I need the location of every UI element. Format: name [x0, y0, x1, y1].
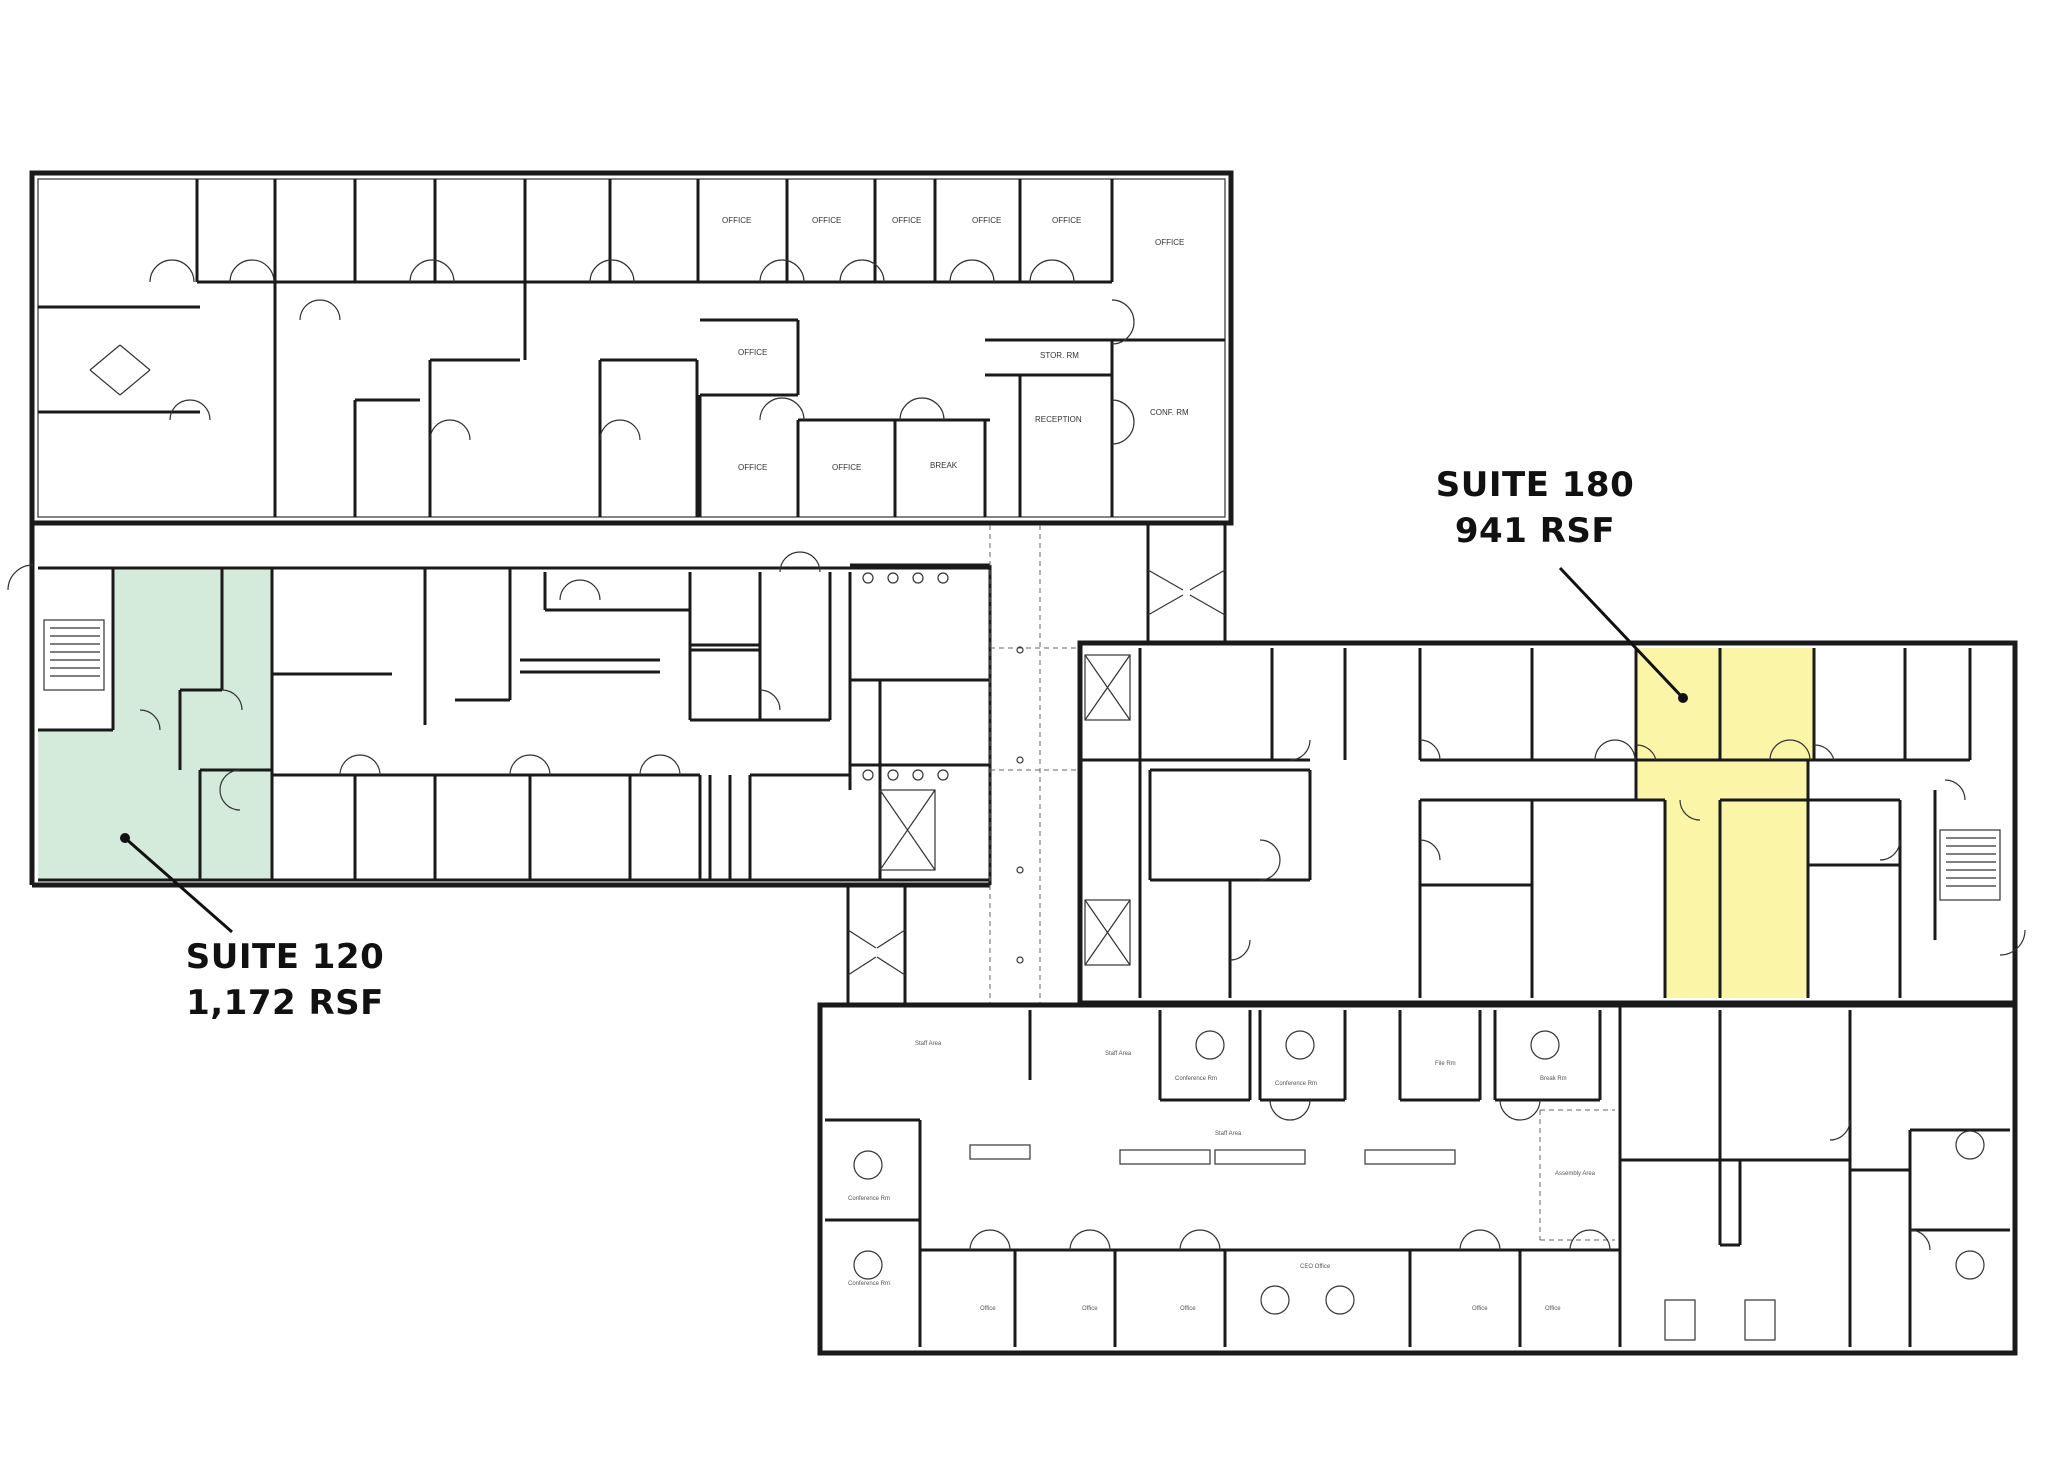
central-wing: [7, 523, 992, 888]
room-label-conference-rm: Conference Rm: [1275, 1081, 1317, 1087]
suite-120-area: 1,172 RSF: [186, 983, 384, 1023]
room-label-stor-rm: STOR. RM: [1040, 351, 1079, 360]
room-label-conference-rm: Conference Rm: [848, 1281, 890, 1287]
room-label-office: OFFICE: [738, 463, 767, 472]
connector-north: [1146, 522, 1227, 645]
suite-120-name: SUITE 120: [185, 937, 385, 977]
room-label-conference-rm: Conference Rm: [1175, 1076, 1217, 1082]
north-wing: OFFICE OFFICE OFFICE OFFICE OFFICE OFFIC…: [29, 170, 1234, 526]
room-label-office: OFFICE: [972, 216, 1001, 225]
suite-180-callout[interactable]: SUITE 180 941 RSF: [1400, 462, 1670, 554]
room-label-office: OFFICE: [832, 463, 861, 472]
room-label-reception: RECEPTION: [1035, 415, 1082, 424]
suite-120-area[interactable]: [38, 568, 272, 880]
room-label-conference-rm: Conference Rm: [848, 1196, 890, 1202]
room-label-office: OFFICE: [1155, 238, 1184, 247]
suite-120-callout[interactable]: SUITE 120 1,172 RSF: [150, 934, 420, 1026]
suite-180-area: 941 RSF: [1454, 511, 1616, 551]
room-label-office: Office: [1545, 1306, 1561, 1312]
room-label-staff-area: Staff Area: [1215, 1131, 1242, 1137]
room-label-office: Office: [1180, 1306, 1196, 1312]
room-label-staff-area: Staff Area: [915, 1041, 942, 1047]
room-label-office: Office: [980, 1306, 996, 1312]
suite-120-leader: [124, 836, 233, 934]
connector-south: [846, 525, 1080, 1010]
suite-120-leader-dot: [120, 833, 130, 843]
room-label-conf-rm: CONF. RM: [1150, 408, 1189, 417]
room-label-assembly-area: Assembly Area: [1555, 1171, 1596, 1177]
room-label-office: OFFICE: [812, 216, 841, 225]
suite-180-area[interactable]: [1636, 648, 1814, 998]
south-wing: Staff Area Staff Area Conference Rm Conf…: [817, 1002, 2018, 1356]
room-label-office: OFFICE: [738, 348, 767, 357]
suite-180-name: SUITE 180: [1435, 465, 1635, 505]
room-label-break-rm: Break Rm: [1540, 1076, 1567, 1082]
room-label-office: OFFICE: [1052, 216, 1081, 225]
room-label-office: OFFICE: [722, 216, 751, 225]
room-label-file-rm: File Rm: [1435, 1061, 1456, 1067]
room-label-office: Office: [1082, 1306, 1098, 1312]
room-label-staff-area: Staff Area: [1105, 1051, 1132, 1057]
room-label-ceo-office: CEO Office: [1300, 1264, 1331, 1270]
suite-180-leader: [1558, 566, 1685, 700]
room-label-office: Office: [1472, 1306, 1488, 1312]
east-wing: [1077, 640, 2026, 1006]
room-label-break: BREAK: [930, 461, 958, 470]
suite-180-leader-dot: [1678, 693, 1688, 703]
room-label-office: OFFICE: [892, 216, 921, 225]
